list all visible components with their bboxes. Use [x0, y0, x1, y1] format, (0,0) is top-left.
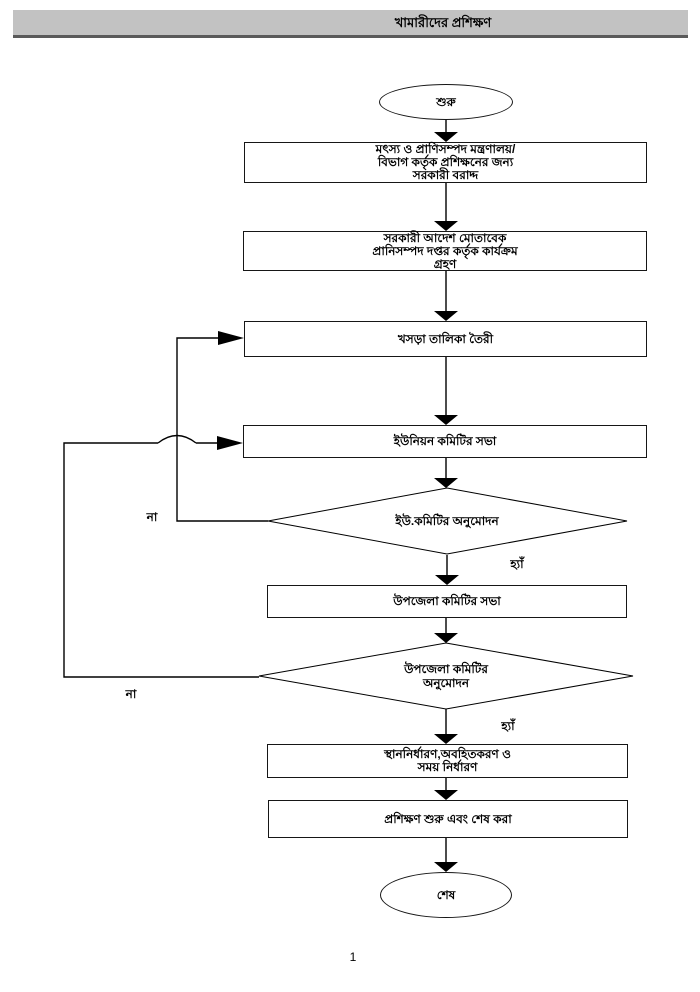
- flowchart-node-upazila-committee-meeting: উপজেলা কমিটির সভা: [267, 585, 627, 618]
- edge-label-yes-union: হ্যাঁ: [510, 557, 524, 571]
- node-text-line: প্রশিক্ষণ শুরু এবং শেষ করা: [384, 811, 512, 826]
- decision-shapes: [258, 487, 634, 710]
- arrowhead-into-end: [434, 862, 458, 872]
- arrowhead-into-training: [434, 790, 458, 800]
- flowchart-node-run-training: প্রশিক্ষণ শুরু এবং শেষ করা: [268, 800, 628, 838]
- node-text-line: সরকারী আদেশ মোতাবেক: [383, 230, 507, 245]
- flowchart-node-program-adoption: সরকারী আদেশ মোতাবেক প্রানিসম্পদ দপ্তর কর…: [243, 231, 647, 271]
- edge-label-yes-upazila: হ্যাঁ: [501, 719, 515, 733]
- flowchart-node-venue-and-time: স্থাননির্ধারণ,অবহিতকরণ ও সময় নির্ধারণ: [267, 744, 628, 778]
- flowchart-node-upazila-approval-label: উপজেলা কমিটির অনুমোদন: [330, 660, 562, 692]
- node-text-line: উপজেলা কমিটির সভা: [393, 594, 501, 608]
- arrowhead-feedback-into-unionmeeting: [217, 436, 243, 450]
- decision-diamond-upazila-approval: [258, 642, 634, 710]
- arrow-heads: [217, 132, 459, 872]
- flowchart-node-draft-list: খসড়া তালিকা তৈরী: [244, 321, 647, 357]
- node-text-line: ইউ.কমিটির অনুমোদন: [395, 514, 499, 528]
- arrowhead-feedback-into-draftlist: [218, 331, 244, 345]
- node-text-line: শুরু: [436, 94, 456, 109]
- node-text-line: খসড়া তালিকা তৈরী: [397, 331, 494, 346]
- flowchart-node-end: শেষ: [380, 872, 512, 918]
- node-text-line: প্রানিসম্পদ দপ্তর কর্তৃক কার্যক্রম: [372, 243, 518, 258]
- page-header-bar: খামারীদের প্রশিক্ষণ: [13, 10, 688, 38]
- arrowhead-into-draftlist: [434, 311, 458, 321]
- flowchart-node-start: শুরু: [379, 84, 513, 120]
- node-text-line: গ্রহণ: [433, 256, 457, 271]
- arrowhead-into-upazilameeting: [435, 575, 459, 585]
- node-text-line: ইউনিয়ন কমিটির সভা: [393, 434, 497, 448]
- edge-label-no-upazila: না: [125, 687, 137, 701]
- connector-lines: [63, 119, 448, 863]
- node-text-line: উপজেলা কমিটির: [404, 662, 488, 676]
- page-number: 1: [349, 950, 357, 964]
- flowchart-node-union-approval-label: ইউ.কমিটির অনুমোদন: [300, 508, 594, 534]
- arrowhead-into-venue: [434, 734, 458, 744]
- node-text-line: স্থাননির্ধারণ,অবহিতকরণ ও: [384, 747, 511, 761]
- node-text-line: শেষ: [436, 887, 456, 902]
- feedback-line-union-no: [176, 337, 268, 522]
- page-title: খামারীদের প্রশিক্ষণ: [394, 15, 492, 30]
- node-text-line: অনুমোদন: [423, 676, 469, 690]
- arrowhead-into-unionmeeting: [434, 415, 458, 425]
- node-text-line: বিভাগ কর্তৃক প্রশিক্ষনের জন্য: [377, 155, 514, 169]
- arrowhead-into-allocation: [434, 132, 458, 142]
- arrowhead-into-adoption: [434, 221, 458, 231]
- node-text-line: সরকারী বরাদ্দ: [412, 168, 479, 182]
- node-text-line: সময় নির্ধারণ: [417, 760, 478, 774]
- flowchart-node-union-committee-meeting: ইউনিয়ন কমিটির সভা: [243, 425, 647, 458]
- node-text-line: মৎস্য ও প্রাণিসম্পদ মন্ত্রণালয়/: [375, 142, 516, 156]
- arrowhead-into-unionapproval: [434, 478, 458, 488]
- decision-diamond-union-approval: [267, 487, 628, 555]
- feedback-line-upazila-no: [63, 434, 259, 678]
- edge-label-no-union: না: [146, 510, 158, 524]
- flowchart-node-govt-allocation: মৎস্য ও প্রাণিসম্পদ মন্ত্রণালয়/ বিভাগ ক…: [244, 142, 647, 183]
- arrowhead-into-upazilaapproval: [434, 633, 458, 643]
